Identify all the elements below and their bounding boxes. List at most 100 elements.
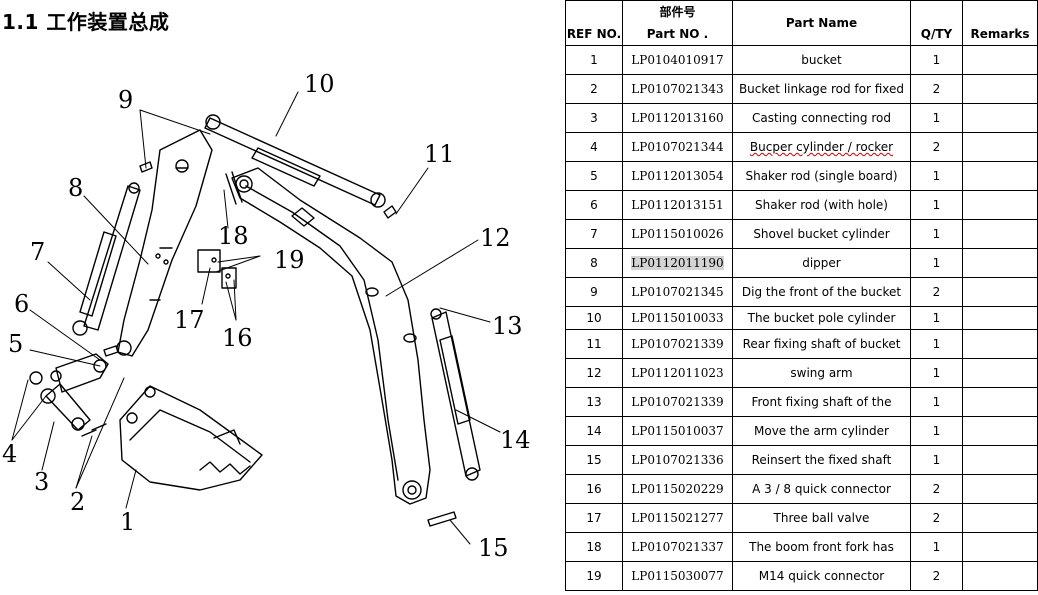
remarks-cell [962,503,1038,533]
part-name-cell-text: The bucket pole cylinder [747,311,896,325]
ref-cell-text: 14 [586,424,602,438]
ref-cell: 14 [565,416,623,446]
ref-cell: 12 [565,358,623,388]
qty-cell: 1 [910,329,963,359]
callout-14: 14 [500,426,531,454]
part-name-cell-text: Move the arm cylinder [754,424,889,438]
table-row: 2 LP0107021343 Bucket linkage rod for fixe… [565,74,1038,104]
part-name-cell: A 3 / 8 quick connector [732,474,911,504]
callout-2: 2 [70,488,85,516]
ref-cell: 6 [565,190,623,220]
ref-cell: 18 [565,532,623,562]
part-name-cell: The bucket pole cylinder [732,306,911,330]
remarks-cell [962,74,1038,104]
qty-cell: 1 [910,248,963,278]
part-no-cell-text: LP0107021339 [631,395,724,409]
remarks-cell [962,416,1038,446]
part-name-cell: swing arm [732,358,911,388]
qty-cell-text: 1 [932,169,941,183]
ref-cell: 5 [565,161,623,191]
ref-cell: 2 [565,74,623,104]
part-name-cell-text: bucket [801,53,842,67]
part-no-cell-text: LP0107021345 [631,285,724,299]
part-no-cell: LP0107021337 [622,532,733,562]
part-name-cell: Move the arm cylinder [732,416,911,446]
ref-cell-text: 1 [590,53,598,67]
qty-cell-text: 1 [932,311,941,325]
qty-cell-text: 1 [932,227,941,241]
part-name-cell: Rear fixing shaft of bucket [732,329,911,359]
ref-cell-text: 7 [590,227,598,241]
callout-17: 17 [174,306,205,334]
bucket-cylinder-drawing [72,182,141,336]
header-ref-no: REF NO. [565,0,623,46]
part-name-cell-text: Bucket linkage rod for fixed [738,82,905,96]
callout-19: 19 [274,246,305,274]
qty-cell: 1 [910,306,963,330]
qty-cell: 1 [910,387,963,417]
qty-cell: 1 [910,532,963,562]
header-part-no-en: Part NO . [646,27,709,41]
qty-cell-text: 1 [932,540,941,554]
part-name-cell-text: Bucper cylinder / rocker [749,140,894,154]
remarks-cell [962,45,1038,75]
part-no-cell-text: LP0112013151 [631,198,724,212]
part-no-cell: LP0115010026 [622,219,733,249]
part-name-cell: Front fixing shaft of the [732,387,911,417]
part-no-cell-text: LP0104010917 [631,53,724,67]
part-name-cell-text: Casting connecting rod [752,111,891,125]
qty-cell: 1 [910,358,963,388]
arm-cylinder-drawing [430,308,481,481]
ref-cell: 7 [565,219,623,249]
pins-drawing [81,161,457,527]
part-name-cell-text: Front fixing shaft of the [751,395,892,409]
callout-15: 15 [478,534,509,562]
ref-cell-text: 2 [590,82,598,96]
part-no-cell: LP0115021277 [622,503,733,533]
ref-cell: 13 [565,387,623,417]
remarks-cell [962,561,1038,591]
callout-11: 11 [424,140,455,168]
ref-cell-text: 13 [586,395,602,409]
remarks-cell [962,387,1038,417]
callout-7: 7 [30,238,45,266]
remarks-cell [962,103,1038,133]
part-no-cell: LP0115010033 [622,306,733,330]
exploded-assembly-diagram: 10 9 11 8 18 12 7 19 6 17 13 16 5 14 4 3… [2,70,531,562]
ref-cell: 17 [565,503,623,533]
part-no-cell: LP0112011190 [622,248,733,278]
part-no-cell-text: LP0107021343 [631,82,724,96]
ref-cell-text: 16 [586,482,602,496]
ref-cell-text: 4 [590,140,598,154]
ref-cell-text: 19 [586,569,602,583]
part-no-cell: LP0107021339 [622,329,733,359]
header-remarks: Remarks [962,0,1038,46]
remarks-cell [962,132,1038,162]
part-no-cell: LP0115020229 [622,474,733,504]
qty-cell-text: 2 [932,569,941,583]
callout-6: 6 [14,290,29,318]
part-name-cell: bucket [732,45,911,75]
qty-cell-text: 1 [932,256,941,270]
remarks-cell [962,532,1038,562]
callout-1: 1 [120,508,135,536]
part-name-cell-text: Shaker rod (single board) [745,169,898,183]
callout-18: 18 [218,222,249,250]
part-name-cell-text: Dig the front of the bucket [741,285,902,299]
part-no-cell: LP0115010037 [622,416,733,446]
part-no-cell: LP0107021343 [622,74,733,104]
part-name-cell-text: Shaker rod (with hole) [755,198,888,212]
bucket-drawing [119,385,263,491]
qty-cell: 2 [910,74,963,104]
part-name-cell: dipper [732,248,911,278]
ref-cell-text: 5 [590,169,598,183]
part-no-cell-text: LP0115030077 [631,569,724,583]
part-no-cell-text: LP0107021337 [631,540,724,554]
